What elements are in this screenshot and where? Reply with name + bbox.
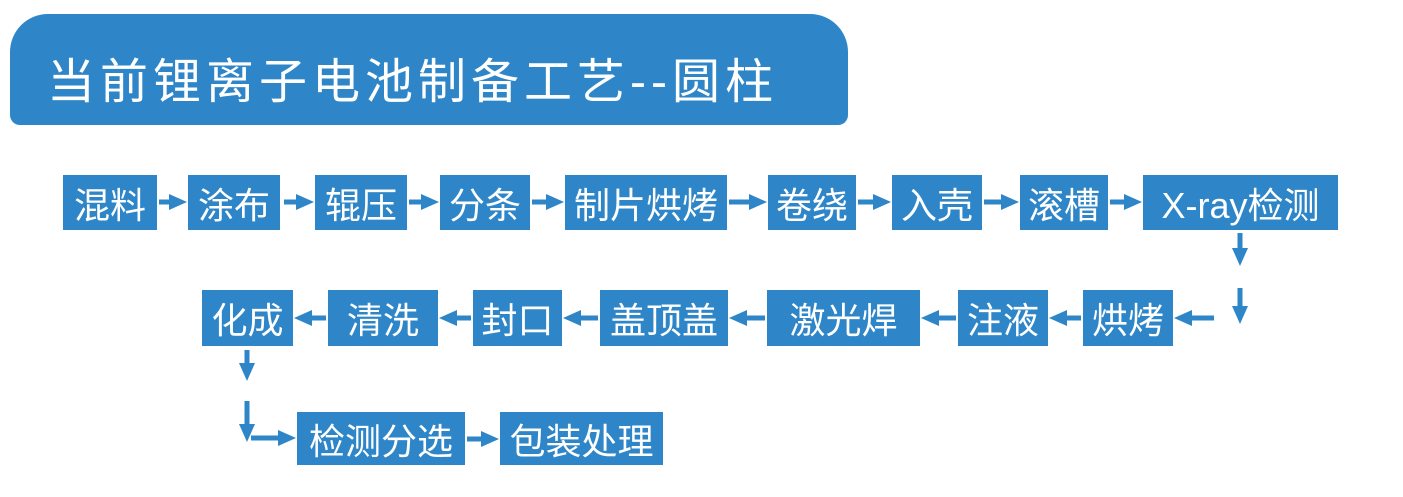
step-label: 涂布 bbox=[197, 184, 270, 226]
step-label: 检测分选 bbox=[308, 420, 453, 462]
step-label: 入壳 bbox=[900, 184, 973, 226]
step-top-cap: 盖顶盖 bbox=[600, 290, 728, 346]
page-title: 当前锂离子电池制备工艺--圆柱 bbox=[47, 55, 778, 109]
step-label: 分条 bbox=[448, 184, 521, 226]
step-grooving: 滚槽 bbox=[1020, 175, 1108, 230]
step-coating: 涂布 bbox=[188, 175, 280, 230]
title-banner: 当前锂离子电池制备工艺--圆柱 bbox=[10, 14, 848, 125]
step-label: 制片烘烤 bbox=[573, 184, 718, 226]
step-label: 滚槽 bbox=[1027, 184, 1100, 226]
step-mixing: 混料 bbox=[63, 175, 157, 230]
step-label: 盖顶盖 bbox=[609, 300, 718, 341]
step-xray-inspection: X-ray检测 bbox=[1143, 175, 1338, 230]
step-calendering: 辊压 bbox=[315, 175, 407, 230]
step-label: 清洗 bbox=[346, 300, 419, 341]
step-label: 包装处理 bbox=[509, 420, 654, 462]
step-label: 封口 bbox=[481, 300, 554, 341]
step-electrolyte-filling: 注液 bbox=[958, 290, 1048, 346]
step-label: 烘烤 bbox=[1091, 300, 1164, 341]
step-label: 卷绕 bbox=[775, 184, 848, 226]
step-sealing: 封口 bbox=[473, 290, 562, 346]
step-label: 化成 bbox=[211, 300, 284, 341]
step-testing-sorting: 检测分选 bbox=[297, 412, 465, 465]
step-electrode-baking: 制片烘烤 bbox=[565, 175, 727, 230]
step-slitting: 分条 bbox=[440, 175, 530, 230]
step-label: 混料 bbox=[73, 184, 146, 226]
step-label: 注液 bbox=[966, 300, 1039, 341]
step-baking: 烘烤 bbox=[1083, 290, 1173, 346]
step-laser-welding: 激光焊 bbox=[767, 290, 920, 346]
step-packaging: 包装处理 bbox=[500, 412, 663, 465]
step-winding: 卷绕 bbox=[768, 175, 856, 230]
step-label: X-ray检测 bbox=[1161, 184, 1320, 226]
step-cleaning: 清洗 bbox=[328, 290, 438, 346]
step-casing: 入壳 bbox=[892, 175, 982, 230]
step-label: 辊压 bbox=[324, 184, 397, 226]
step-label: 激光焊 bbox=[789, 300, 898, 341]
step-formation: 化成 bbox=[202, 290, 293, 346]
